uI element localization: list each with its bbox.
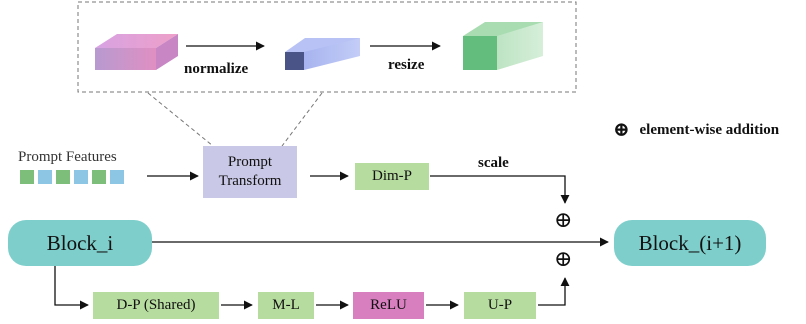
relu-label: ReLU [370, 297, 407, 313]
block-to-dp-arrow [54, 264, 89, 310]
plus-icon-lower: ⊕ [554, 246, 573, 271]
prompt-feature-squares [20, 170, 124, 184]
scale-label: scale [478, 155, 509, 171]
block-next: Block_(i+1) [614, 220, 766, 266]
blue-cuboid [285, 38, 360, 70]
prompt-feature-square [20, 170, 34, 184]
prompt-transform-line2: Transform [218, 173, 282, 189]
zoom-line-left [147, 92, 214, 147]
up-to-plus-arrow [538, 277, 570, 306]
prompt-feature-square [92, 170, 106, 184]
block-i: Block_i [8, 220, 152, 266]
m-l-label: M-L [272, 297, 300, 313]
prompt-features-label: Prompt Features [18, 149, 117, 165]
d-p-shared-box: D-P (Shared) [93, 292, 219, 319]
prompt-feature-square [38, 170, 52, 184]
block-i-label: Block_i [46, 230, 114, 255]
resize-label: resize [388, 57, 425, 73]
scale-arrow [430, 175, 570, 204]
dim-p-box: Dim-P [355, 163, 429, 190]
legend-text: element-wise addition [639, 122, 780, 138]
block-next-label: Block_(i+1) [638, 230, 742, 255]
dim-p-label: Dim-P [371, 168, 412, 184]
green-cuboid [463, 22, 543, 70]
normalize-label: normalize [184, 61, 249, 77]
pink-cuboid [95, 34, 178, 70]
prompt-feature-square [74, 170, 88, 184]
inset-dashed-box [77, 1, 577, 93]
d-p-shared-label: D-P (Shared) [116, 297, 196, 313]
plus-icon-upper: ⊕ [554, 207, 573, 232]
zoom-line-right [281, 92, 323, 147]
prompt-transform-box: Prompt Transform [203, 146, 297, 198]
u-p-box: U-P [464, 292, 536, 319]
prompt-feature-square [110, 170, 124, 184]
m-l-box: M-L [258, 292, 314, 319]
legend: ⊕ element-wise addition [613, 120, 779, 140]
prompt-feature-square [56, 170, 70, 184]
relu-box: ReLU [353, 292, 424, 319]
u-p-label: U-P [487, 297, 513, 313]
prompt-transform-line1: Prompt [227, 154, 273, 171]
plus-icon: ⊕ [613, 119, 630, 141]
